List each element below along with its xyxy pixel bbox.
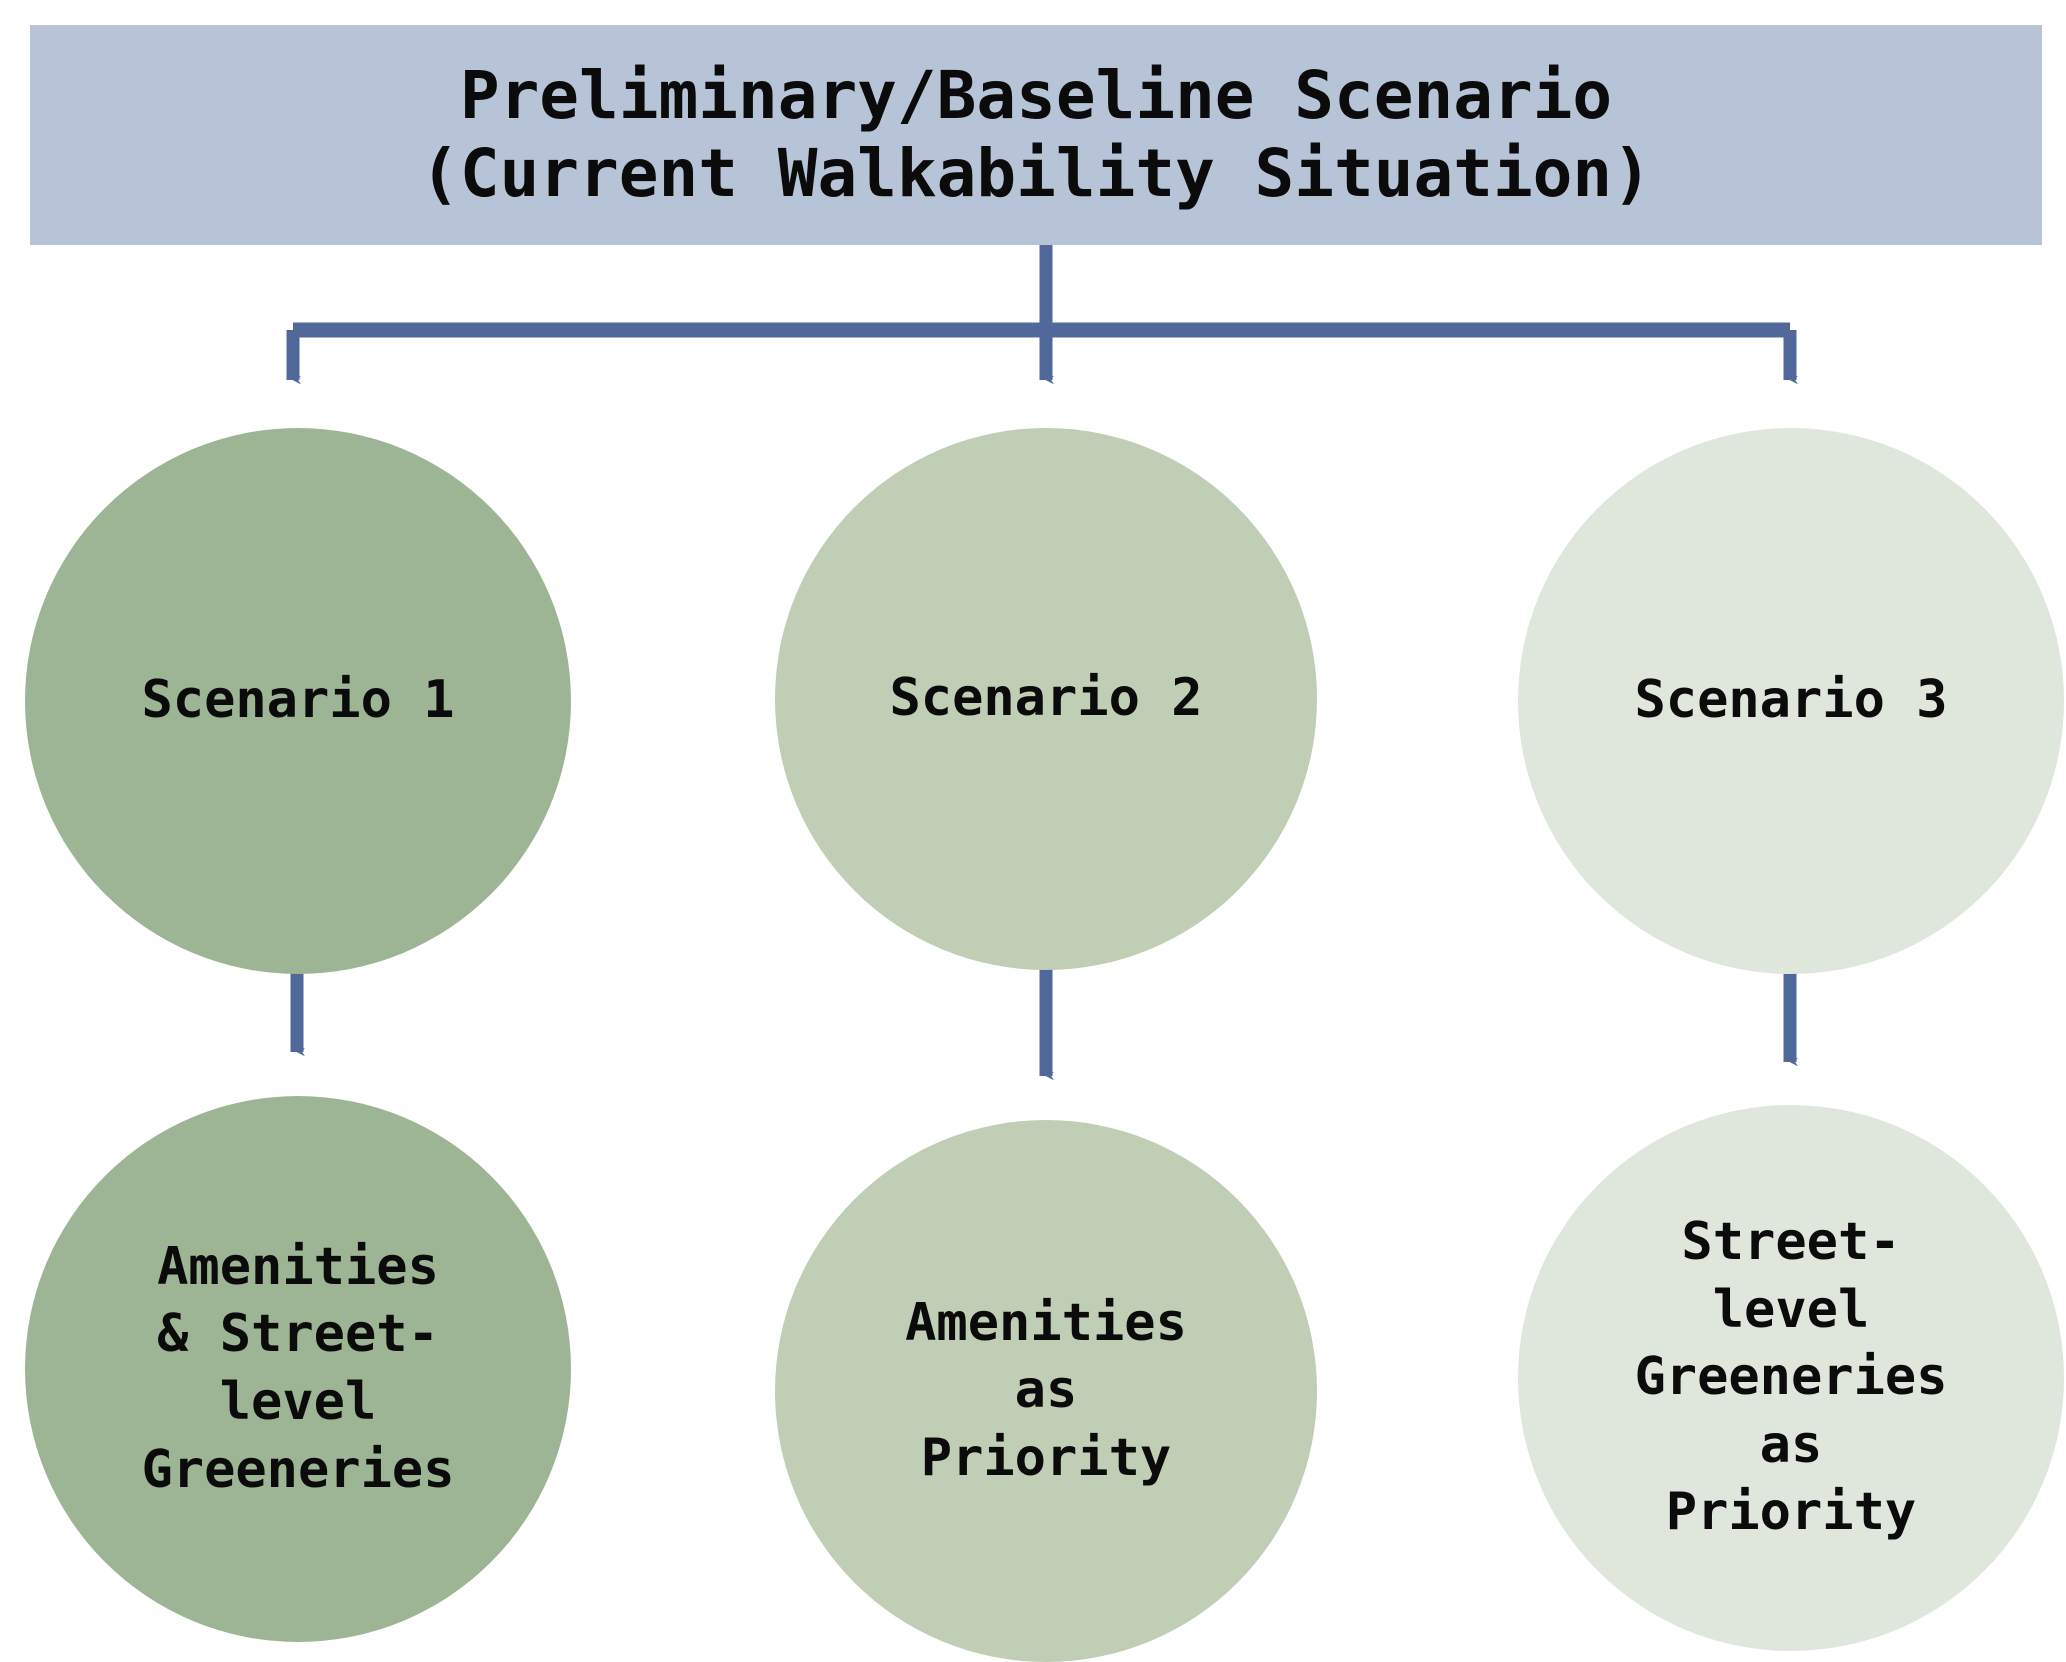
baseline-scenario-banner: Preliminary/Baseline Scenario (Current W… <box>30 25 2042 245</box>
banner-title-line-2: (Current Walkability Situation) <box>420 135 1652 212</box>
outcome-1-label: Amenities & Street- level Greeneries <box>141 1236 455 1500</box>
banner-title-line-1: Preliminary/Baseline Scenario <box>459 57 1613 135</box>
outcome-1-node[interactable]: Amenities & Street- level Greeneries <box>25 1096 571 1642</box>
scenario-3-label: Scenario 3 <box>1634 670 1948 731</box>
scenario-2-label: Scenario 2 <box>889 668 1203 729</box>
outcome-2-label: Amenities as Priority <box>905 1292 1187 1488</box>
outcome-3-node[interactable]: Street- level Greeneries as Priority <box>1518 1105 2064 1651</box>
scenario-2-node[interactable]: Scenario 2 <box>775 428 1317 970</box>
outcome-3-label: Street- level Greeneries as Priority <box>1634 1212 1948 1543</box>
scenario-1-node[interactable]: Scenario 1 <box>25 428 571 974</box>
scenario-1-label: Scenario 1 <box>141 670 455 731</box>
outcome-2-node[interactable]: Amenities as Priority <box>775 1120 1317 1662</box>
scenario-3-node[interactable]: Scenario 3 <box>1518 428 2064 974</box>
